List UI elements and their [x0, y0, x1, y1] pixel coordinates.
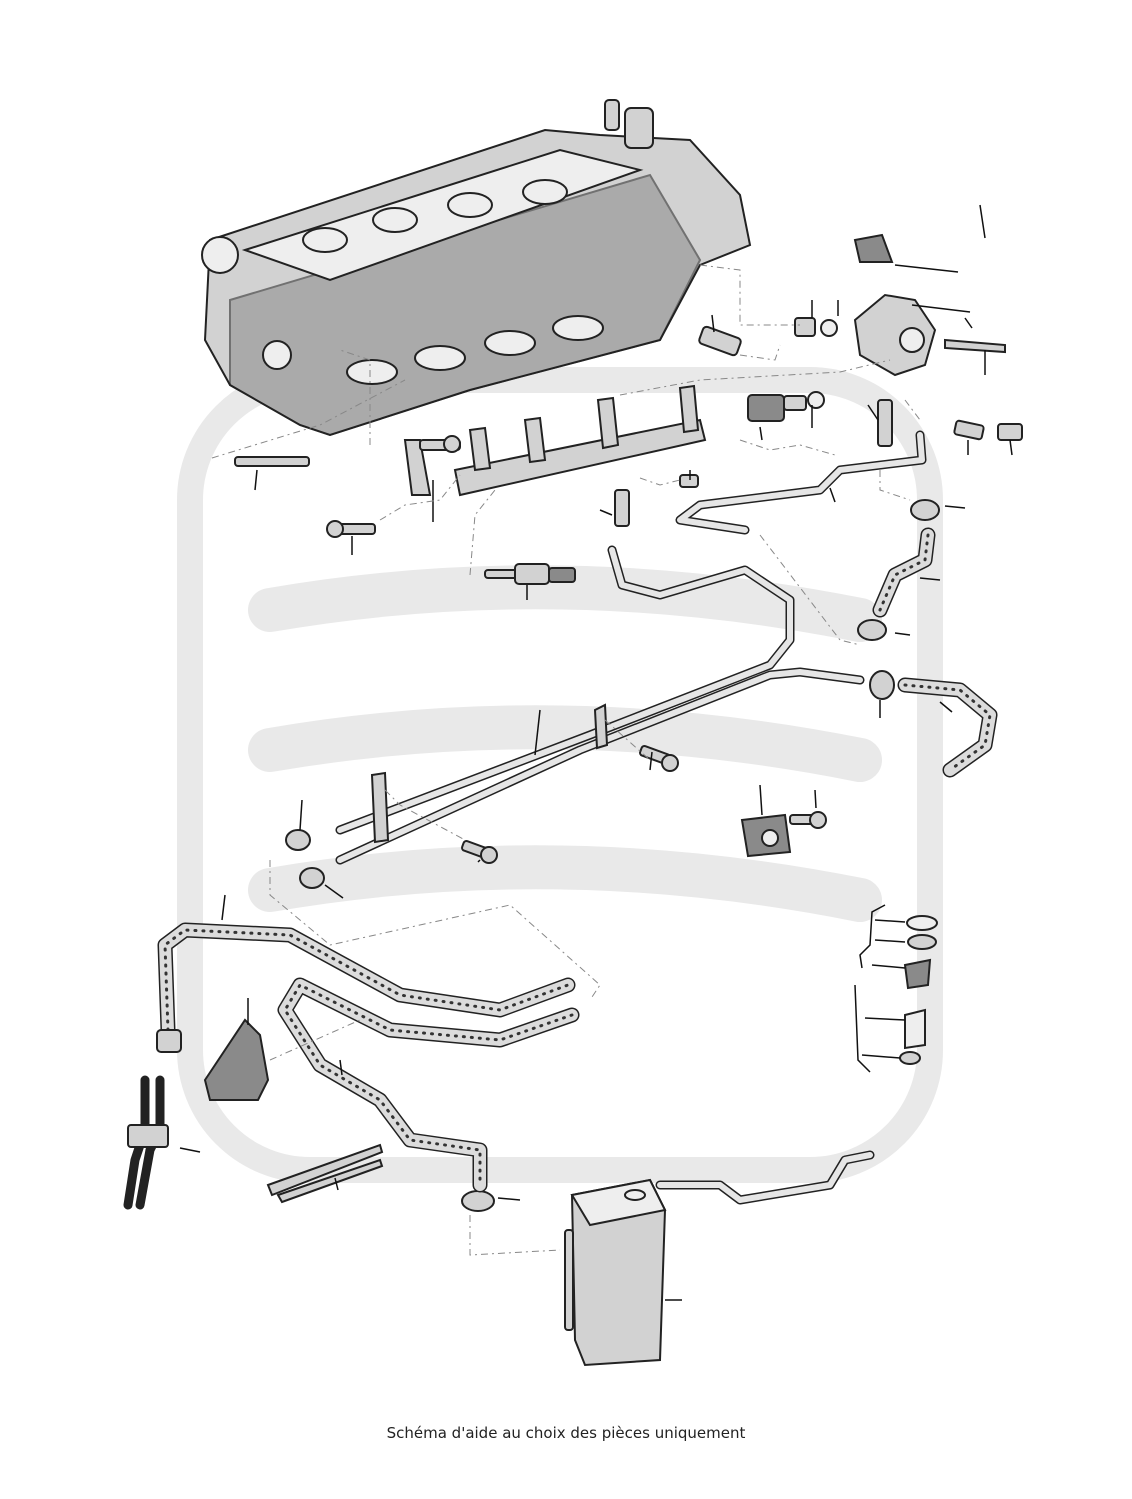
rubber-hoses [156, 527, 998, 1193]
cylinder-head [201, 99, 752, 437]
fuel-rail [403, 384, 707, 497]
high-pressure-pump [853, 233, 1006, 377]
hose-bracket [127, 1018, 384, 1204]
leader-lines [179, 204, 1013, 1301]
diagram-caption: Schéma d'aide au choix des pièces unique… [386, 1424, 746, 1442]
charcoal-canister [564, 1178, 667, 1367]
assembly-guide-lines [211, 264, 921, 1256]
small-parts [234, 317, 1023, 1065]
watermark-logo [177, 367, 943, 1183]
hose-clamps [285, 499, 940, 1212]
